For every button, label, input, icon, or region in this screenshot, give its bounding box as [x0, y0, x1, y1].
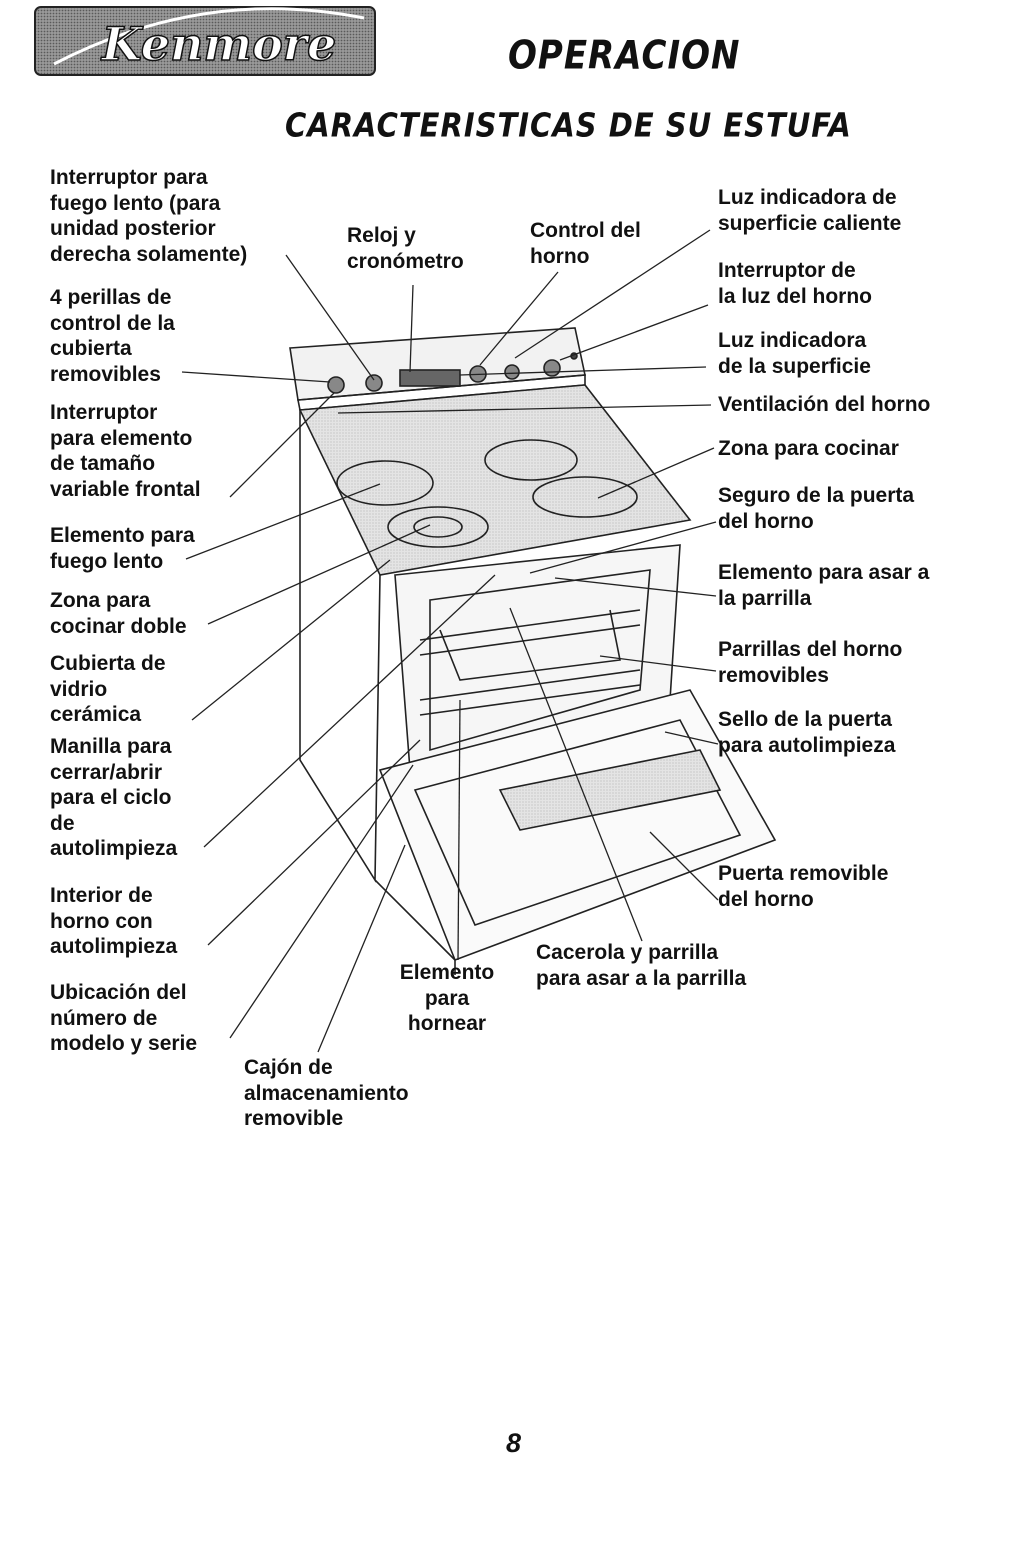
cooktop-burners: [336, 439, 638, 548]
label-perillas: 4 perillas de control de la cubierta rem…: [50, 286, 175, 386]
label-parrillas: Parrillas del horno removibles: [718, 638, 903, 687]
label-elemento-hornear: Elemento para hornear: [399, 961, 495, 1035]
label-reloj: Reloj y cronómetro: [347, 224, 464, 273]
label-ubicacion-numero: Ubicación del número de modelo y serie: [50, 981, 198, 1055]
label-control-horno: Control del horno: [530, 219, 641, 268]
section-title: OPERACION: [508, 33, 741, 79]
control-knobs: [327, 352, 578, 394]
label-interior-horno: Interior de horno con autolimpieza: [50, 884, 178, 958]
page-subtitle: CARACTERISTICAS DE SU ESTUFA: [285, 105, 852, 145]
brand-text: Kenmore: [100, 17, 337, 71]
label-manilla: Manilla para cerrar/abrir para el ciclo …: [50, 735, 178, 860]
label-zona-cocinar: Zona para cocinar: [718, 437, 899, 460]
label-cacerola: Cacerola y parrilla para asar a la parri…: [536, 941, 747, 990]
label-puerta-removible: Puerta removible del horno: [718, 862, 889, 911]
label-interruptor-fuego-lento: Interruptor para fuego lento (para unida…: [50, 166, 248, 266]
leader-lines: [181, 229, 719, 1053]
label-ventilacion: Ventilación del horno: [718, 393, 931, 416]
label-luz-superficie: Luz indicadora de la superficie: [718, 329, 871, 378]
label-luz-superficie-caliente: Luz indicadora de superficie caliente: [718, 186, 902, 235]
label-elemento-asar: Elemento para asar a la parrilla: [718, 561, 930, 610]
label-seguro-puerta: Seguro de la puerta del horno: [718, 484, 915, 533]
kenmore-logo: Kenmore: [34, 6, 376, 76]
oven-racks: [419, 609, 641, 716]
label-cubierta-vidrio: Cubierta de vidrio cerámica: [50, 652, 166, 726]
page-number: 8: [506, 1428, 522, 1458]
label-interruptor-luz: Interruptor de la luz del horno: [718, 259, 873, 308]
label-elemento-fuego-lento: Elemento para fuego lento: [50, 524, 195, 573]
label-interruptor-tamano-variable: Interruptor para elemento de tamaño vari…: [50, 401, 201, 501]
label-cajon: Cajón de almacenamiento removible: [244, 1056, 409, 1130]
label-zona-doble: Zona para cocinar doble: [50, 589, 187, 638]
range-illustration: [289, 327, 777, 975]
label-sello-puerta: Sello de la puerta para autolimpieza: [718, 708, 896, 757]
